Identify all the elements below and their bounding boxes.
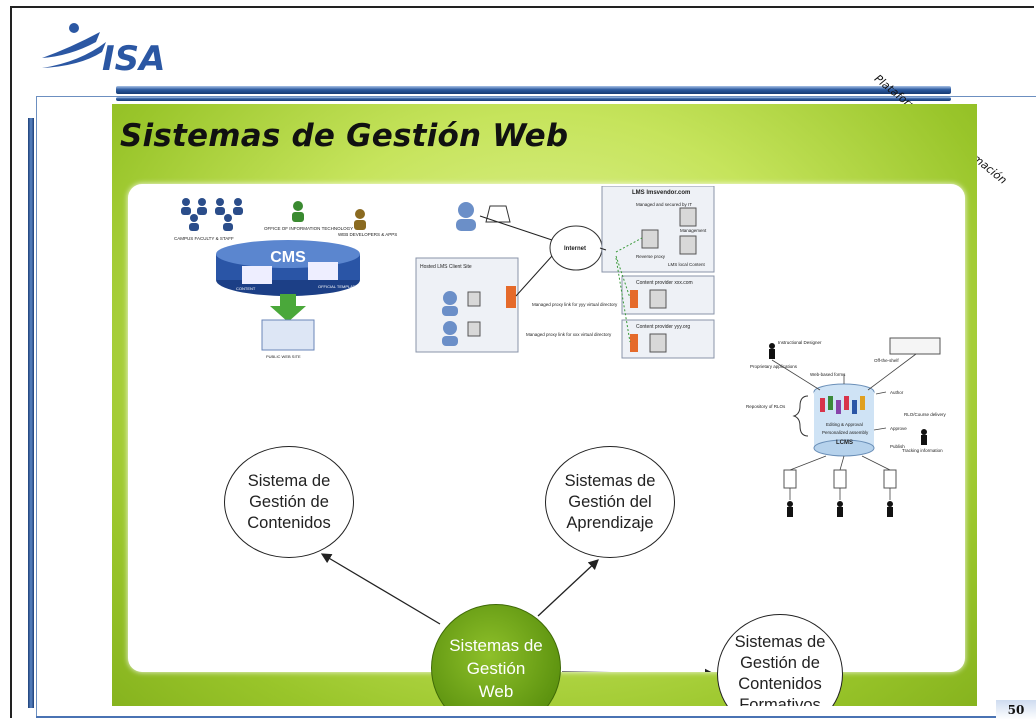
footer-rule: [36, 716, 1036, 718]
arrow-to-cms-node: [320, 553, 441, 625]
lcms-designer-label: Instructional Designer: [778, 340, 822, 345]
isa-logo: ISA: [40, 18, 170, 76]
slide-title: Sistemas de Gestión Web: [120, 118, 569, 154]
header-rule: [36, 96, 1036, 97]
lcms-proprietary-label: Proprietary applications: [750, 364, 798, 369]
lcms-editing-label: Editing & Approval: [826, 422, 863, 427]
cms-content-label: CONTENT: [236, 286, 256, 291]
arrow-to-lms-node: [537, 559, 599, 617]
lms-managed-label: Managed and secured by IT: [636, 202, 692, 207]
logo-text: ISA: [102, 39, 165, 76]
lcms-label: LCMS: [836, 440, 853, 446]
node-content-management: Sistema de Gestión de Contenidos: [224, 446, 354, 558]
node-learning-management: Sistemas de Gestión del Aprendizaje: [545, 446, 675, 558]
lms-internet-label: Internet: [564, 246, 586, 252]
lms-client-label: Hosted LMS Client Site: [420, 264, 472, 270]
cms-label: CMS: [270, 249, 306, 266]
lms-management-label: Management: [680, 228, 707, 233]
center-node-web-management: Sistemas de Gestión Web: [431, 604, 561, 706]
cms-site-label: PUBLIC WEB SITE: [266, 354, 301, 359]
lms-proxy-yyy-label: Managed proxy link for yyy virtual direc…: [532, 302, 618, 307]
lms-provider-yyy-label: Content provider yyy.org: [636, 324, 690, 330]
lms-provider-xxx-label: Content provider xxx.com: [636, 280, 693, 286]
lcms-author-label: Author: [890, 390, 904, 395]
lcms-rlo-label: RLO/Course delivery: [904, 412, 947, 417]
cms-campus-label: CAMPUS FACULTY & STAFF: [174, 236, 234, 241]
lcms-shelf-label: Off-the-shelf: [874, 358, 899, 363]
cms-templates-label: OFFICIAL TEMPLATES: [318, 284, 361, 289]
lms-diagram: Hosted LMS Client Site Internet LMS lmsv…: [415, 186, 715, 359]
page-number: 50: [996, 700, 1036, 720]
slide: Sistemas de Gestión Web: [112, 104, 977, 706]
lcms-webforms-label: Web-based forms: [810, 372, 846, 377]
connector-arrows: [320, 553, 716, 672]
lcms-tracking-label: Tracking information: [902, 448, 943, 453]
content-panel: CAMPUS FACULTY & STAFF OFFICE OF INFORMA…: [128, 184, 965, 706]
left-rule: [36, 96, 37, 718]
cms-webdev-label: WEB DEVELOPERS & APPS: [338, 232, 397, 237]
lms-proxy-xxx-label: Managed proxy link for xxx virtual direc…: [526, 332, 612, 337]
header-blue-bar: [116, 86, 951, 94]
header-blue-bar-thin: [116, 97, 951, 101]
left-accent-bar: [28, 118, 34, 708]
lcms-approve-label: Approve: [890, 426, 907, 431]
lcms-repository-label: Repository of RLOs: [746, 404, 786, 409]
lms-reverse-proxy-label: Reverse proxy: [636, 254, 666, 259]
lms-vendor-label: LMS lmsvendor.com: [632, 190, 690, 196]
lcms-diagram: Instructional Designer Proprietary appli…: [746, 337, 947, 517]
page-frame: [10, 6, 1034, 718]
lcms-assembly-label: Personalized assembly: [822, 430, 869, 435]
lms-local-content-label: LMS local Content: [668, 262, 706, 267]
cms-office-label: OFFICE OF INFORMATION TECHNOLOGY: [264, 226, 353, 231]
node-learning-content-management: Sistemas de Gestión de Contenidos Format…: [717, 614, 843, 706]
cms-diagram: CAMPUS FACULTY & STAFF OFFICE OF INFORMA…: [174, 198, 397, 359]
lcms-publish-label: Publish: [890, 444, 905, 449]
